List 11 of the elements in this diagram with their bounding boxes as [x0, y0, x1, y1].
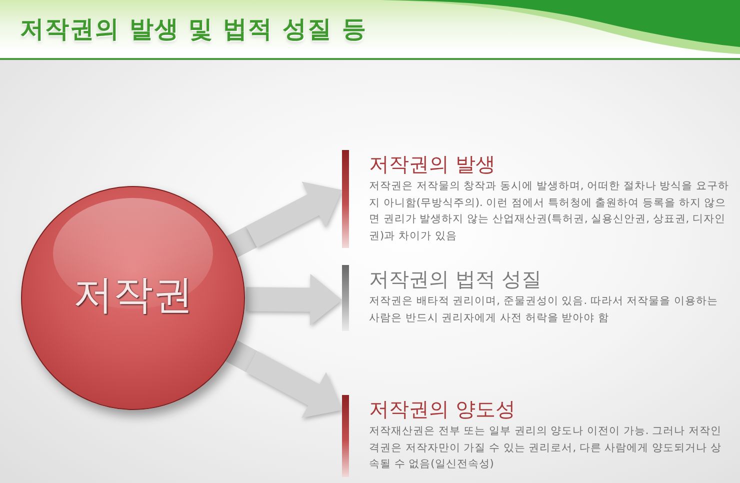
section-heading: 저작권의 양도성 [369, 397, 516, 422]
section-heading: 저작권의 법적 성질 [369, 267, 543, 292]
section-description: 저작권은 저작물의 창작과 동시에 발생하며, 어떠한 절차나 방식을 요구하지 아니함(무방식주의). 이런 점에서 특허청에 출원하여 등록을 하지 않으면 권리가 발생하지 않는 산업재산권(특허권, 실용신안권, 상표권, 디자인권)과 차이가 있음 [369, 179, 730, 244]
circle-label: 저작권 [73, 271, 193, 319]
section-description: 저작재산권은 전부 또는 일부 권리의 양도나 이전이 가능. 그러나 저작인격권은 저작자만이 가질 수 있는 권리로서, 다른 사람에게 양도되거나 상속될 수 없음(일신전속성) [369, 424, 722, 472]
page-title: 저작권의 발생 및 법적 성질 등 [20, 14, 367, 44]
arrow [246, 182, 342, 248]
arrow [246, 351, 342, 418]
section-heading: 저작권의 발생 [369, 152, 496, 177]
section-description: 저작권은 배타적 권리이며, 준물권성이 있음. 따라서 저작물을 이용하는 사람은 반드시 권리자에게 사전 허락을 받아야 함 [369, 294, 720, 326]
arrow [246, 274, 342, 326]
